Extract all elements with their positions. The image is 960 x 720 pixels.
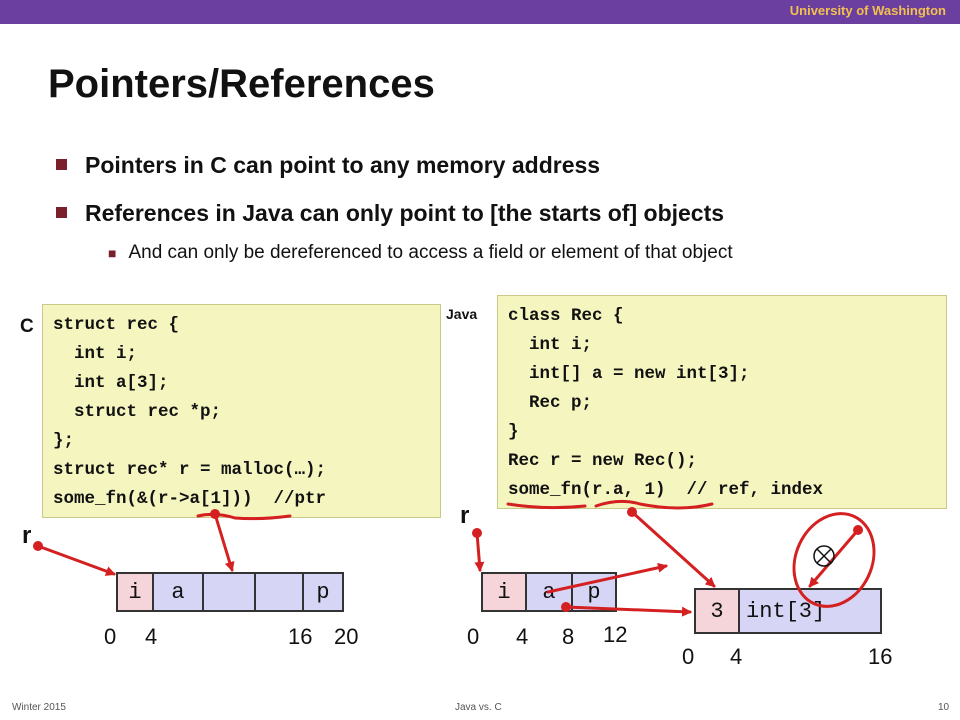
c-underline: [196, 512, 292, 521]
java-code-line: class Rec {: [508, 306, 624, 326]
java-offset-8: 8: [562, 624, 575, 649]
c-cell-i: i: [116, 572, 154, 612]
java-underline-fn: [506, 502, 587, 510]
java-r-arrow: [474, 531, 485, 572]
university-name: University of Washington: [789, 3, 946, 18]
c-r-arrow: [36, 544, 116, 576]
bullet-1: Pointers in C can point to any memory ad…: [56, 152, 600, 179]
array-length-cell: 3: [694, 588, 740, 634]
java-code-line: Rec r = new Rec();: [508, 451, 698, 471]
bullet-2-text: References in Java can only point to [th…: [85, 200, 725, 226]
bullet-2: References in Java can only point to [th…: [56, 200, 724, 227]
c-label: C: [20, 316, 34, 337]
java-code-line: }: [508, 422, 519, 442]
c-code-line: struct rec {: [53, 315, 180, 335]
java-code-line: some_fn(r.a, 1) // ref, index: [508, 480, 824, 500]
java-a-arrow: [546, 562, 668, 594]
c-offset-16: 16: [288, 624, 313, 649]
c-code-line: struct rec* r = malloc(…);: [53, 460, 327, 480]
bullet-marker-icon: [56, 159, 67, 171]
c-code-line: int a[3];: [53, 373, 169, 393]
java-offset-12: 12: [603, 622, 628, 647]
java-offset-4: 4: [516, 624, 529, 649]
sub-bullet-text: And can only be dereferenced to access a…: [128, 242, 733, 263]
not-allowed-icon: [813, 545, 835, 567]
array-offset-4: 4: [730, 644, 743, 669]
bullet-marker-icon: [56, 207, 67, 219]
c-cell-a: a: [152, 572, 204, 612]
bullet-1-text: Pointers in C can point to any memory ad…: [85, 152, 601, 178]
invalid-pointer-circle: [792, 512, 876, 608]
c-cell-a2: [254, 572, 304, 612]
array-offset-0: 0: [682, 644, 695, 669]
c-code-line: some_fn(&(r->a[1])) //ptr: [53, 489, 327, 509]
c-pointer-label: r: [22, 522, 32, 549]
c-code-box: struct rec { int i; int a[3]; struct rec…: [42, 304, 441, 518]
c-cell-p: p: [302, 572, 344, 612]
c-code-line: struct rec *p;: [53, 402, 222, 422]
java-underline-args: [594, 499, 714, 510]
sub-bullet-marker-icon: ■: [108, 244, 117, 261]
java-cell-a: a: [525, 572, 573, 612]
java-cell-p: p: [571, 572, 617, 612]
footer-term: Winter 2015: [12, 702, 66, 713]
java-label: Java: [446, 306, 478, 322]
java-p-arrow: [564, 605, 692, 617]
c-code-line: int i;: [53, 344, 138, 364]
java-code-line: int[] a = new int[3];: [508, 364, 750, 384]
slide-title: Pointers/References: [48, 62, 435, 106]
array-offset-16: 16: [868, 644, 893, 669]
java-offset-0: 0: [467, 624, 480, 649]
java-code-line: Rec p;: [508, 393, 593, 413]
header-bar: University of Washington: [0, 0, 960, 24]
c-offset-4: 4: [145, 624, 158, 649]
c-code-line: };: [53, 431, 75, 451]
java-ra-arrow: [630, 510, 716, 588]
java-code-line: int i;: [508, 335, 593, 355]
c-offset-0: 0: [104, 624, 117, 649]
c-a1-arrow: [213, 512, 235, 572]
java-pointer-label: r: [460, 502, 470, 529]
sub-bullet: ■ And can only be dereferenced to access …: [108, 242, 733, 264]
footer-topic: Java vs. C: [455, 702, 502, 713]
java-code-box: class Rec { int i; int[] a = new int[3];…: [497, 295, 947, 509]
java-cell-i: i: [481, 572, 527, 612]
c-offset-20: 20: [334, 624, 359, 649]
footer-page-number: 10: [938, 702, 950, 713]
